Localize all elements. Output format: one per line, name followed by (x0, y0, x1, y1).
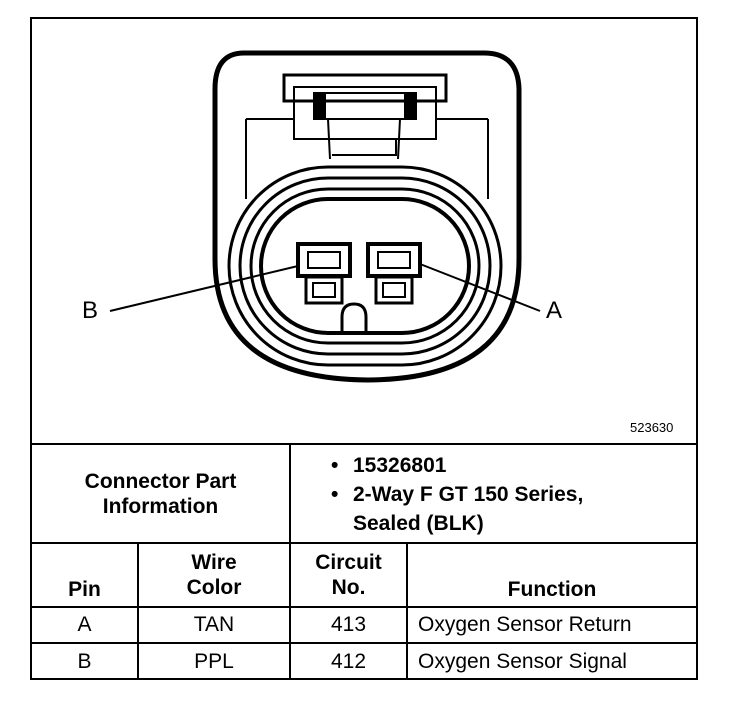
part-description-line: • 2-Way F GT 150 Series, Sealed (BLK) (331, 480, 696, 538)
function-cell: Oxygen Sensor Signal (405, 642, 697, 679)
seal-ring-middle (238, 176, 492, 356)
connector-table: Connector Part Information • 15326801 • … (32, 443, 697, 679)
connector-drawing: B A 523630 (32, 19, 696, 443)
part-info-details: • 15326801 • 2-Way F GT 150 Series, Seal… (288, 443, 697, 544)
figure-number: 523630 (630, 420, 674, 435)
pin-cell: A (32, 606, 139, 644)
part-description-line1: 2-Way F GT 150 Series, (353, 483, 584, 506)
column-header-row: Pin Wire Color Circuit No. Function (32, 542, 697, 608)
locking-tab (282, 73, 448, 103)
seal-ring-inner (249, 187, 481, 345)
callout-a: A (546, 297, 563, 324)
terminal-b (296, 242, 352, 305)
polarizing-key (340, 302, 368, 331)
leader-line-a (419, 263, 541, 312)
part-number: 15326801 (353, 454, 447, 477)
part-number-line: • 15326801 (331, 451, 696, 480)
part-description-line2: Sealed (BLK) (353, 512, 484, 535)
circuit-cell: 412 (289, 642, 408, 679)
wire-color-cell: TAN (137, 606, 291, 644)
circuit-cell: 413 (289, 606, 408, 644)
leader-line-b (109, 265, 299, 312)
table-row: A TAN 413 Oxygen Sensor Return (32, 606, 697, 644)
connector-outer-body (212, 50, 522, 383)
callout-b: B (82, 297, 99, 324)
connector-figure: B A 523630 Connector Part Information • … (30, 17, 698, 680)
function-cell: Oxygen Sensor Return (405, 606, 697, 644)
wire-color-cell: PPL (137, 642, 291, 679)
seal-ring-outer (227, 165, 503, 367)
header-pin: Pin (32, 542, 139, 608)
pin-cell: B (32, 642, 139, 679)
part-info-label: Connector Part Information (32, 443, 291, 544)
header-circuit-no: Circuit No. (289, 542, 408, 608)
part-info-row: Connector Part Information • 15326801 • … (32, 443, 697, 544)
header-function: Function (405, 542, 697, 608)
terminal-a (366, 242, 422, 305)
table-row: B PPL 412 Oxygen Sensor Signal (32, 642, 697, 679)
header-wire-color: Wire Color (137, 542, 291, 608)
